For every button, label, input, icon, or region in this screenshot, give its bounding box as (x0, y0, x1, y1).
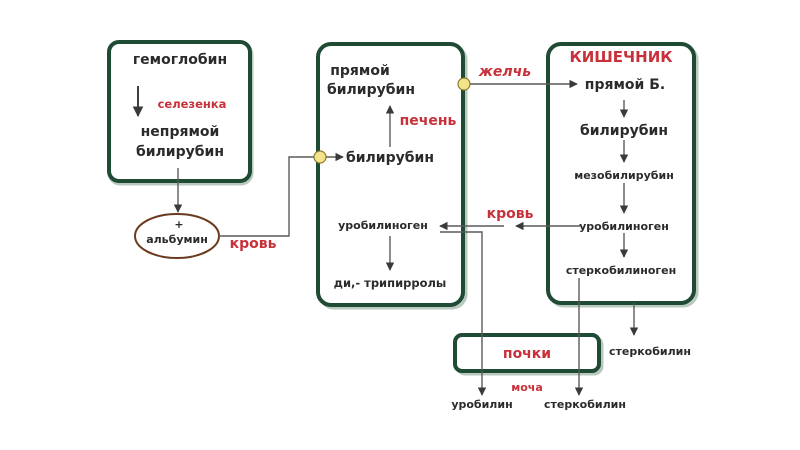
label-direct-b: прямой Б. (585, 77, 665, 93)
label-bile: желчь (478, 64, 531, 80)
junction-dot-bile (457, 77, 471, 91)
label-urobilinogen-intestine: уробилиноген (579, 220, 669, 233)
label-stercobilin-right: стеркобилин (609, 345, 691, 358)
arrow-urobilinogen-to-urobilin (440, 231, 487, 396)
junction-dot-blood (313, 150, 327, 164)
label-urobilinogen-liver: уробилиноген (338, 219, 428, 232)
label-indirect-line2: билирубин (136, 144, 224, 160)
label-bilirubin-liver: билирубин (346, 150, 434, 166)
intestine-box (546, 42, 699, 308)
kidneys-box (453, 333, 604, 376)
label-direct-line2: билирубин (327, 82, 415, 98)
label-urobilin: уробилин (451, 398, 512, 411)
label-bilirubin-intestine: билирубин (580, 123, 668, 139)
hemoglobin-box (107, 40, 254, 186)
label-liver: печень (400, 113, 457, 129)
label-mesobilirubin: мезобилирубин (574, 169, 674, 182)
label-kidneys: почки (503, 346, 551, 362)
label-plus: + (174, 218, 183, 231)
label-albumin: альбумин (146, 233, 208, 246)
label-direct-line1: прямой (330, 63, 390, 79)
label-spleen: селезенка (158, 97, 227, 111)
label-intestine: КИШЕЧНИК (569, 48, 673, 66)
label-stercobilin-bottom: стеркобилин (544, 398, 626, 411)
label-hemoglobin: гемоглобин (133, 52, 227, 68)
label-blood-left: кровь (230, 236, 277, 252)
label-blood-right: кровь (487, 206, 534, 222)
label-indirect-line1: непрямой (141, 124, 220, 140)
label-dipyrroles: ди,- трипирролы (334, 276, 447, 290)
label-urine: моча (511, 381, 543, 394)
liver-box (316, 42, 468, 310)
label-stercobilinogen: стеркобилиноген (566, 264, 676, 277)
